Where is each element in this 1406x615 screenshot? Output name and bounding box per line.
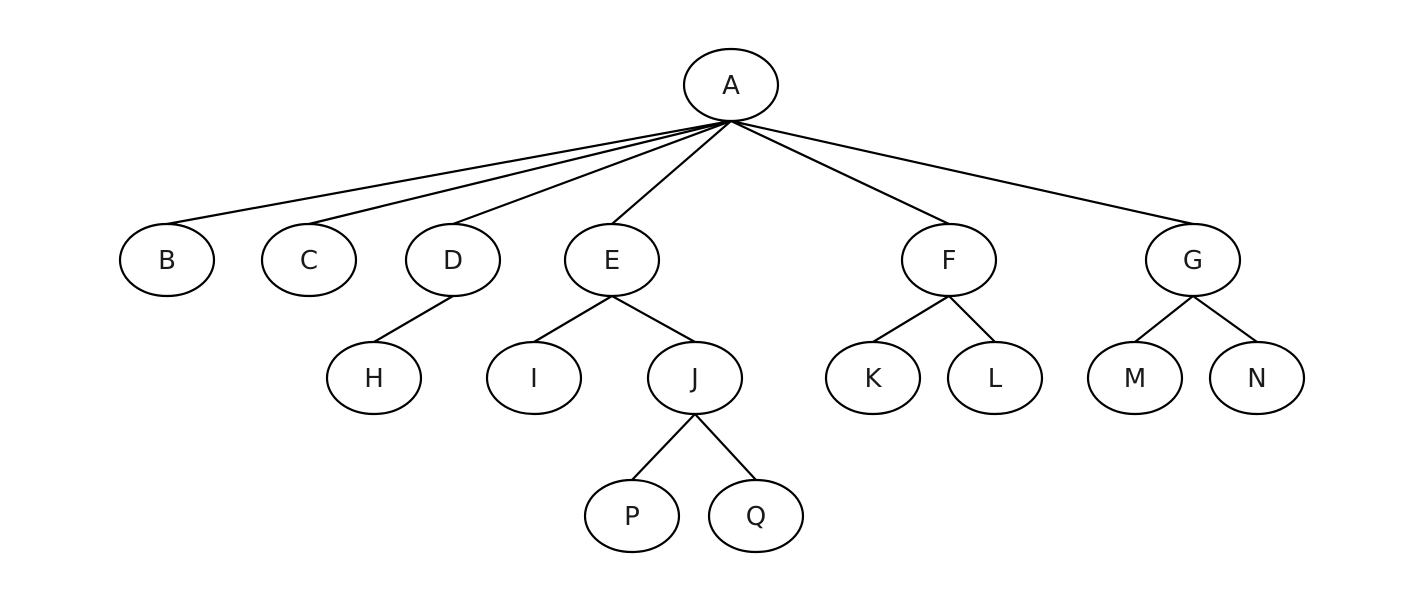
node-p-circle <box>583 478 681 554</box>
edge-a-g <box>730 119 1194 226</box>
node-c-circle <box>260 222 358 298</box>
edge-a-c <box>308 119 732 226</box>
node-l-label: L <box>988 364 1003 394</box>
node-e-label: E <box>604 246 620 276</box>
node-j-label: J <box>689 364 699 394</box>
node-k-label: K <box>864 364 882 394</box>
node-f: F <box>900 222 998 298</box>
node-j-circle <box>646 340 744 416</box>
node-d: D <box>404 222 502 298</box>
node-h-circle <box>325 340 423 416</box>
node-p: P <box>583 478 681 554</box>
edges-layer <box>166 119 1258 481</box>
edge-g-n <box>1192 295 1258 343</box>
edge-j-p <box>631 413 696 481</box>
node-j: J <box>646 340 744 416</box>
edge-a-e <box>611 120 732 225</box>
node-m: M <box>1086 340 1184 416</box>
node-h-label: H <box>364 364 384 394</box>
edge-e-j <box>611 295 696 343</box>
node-n-circle <box>1208 340 1306 416</box>
nodes-layer: A B C D E F G H <box>118 47 1306 554</box>
edge-a-f <box>730 120 950 225</box>
node-l: L <box>946 340 1044 416</box>
node-m-label: M <box>1124 364 1146 394</box>
node-f-label: F <box>942 246 957 276</box>
node-n: N <box>1208 340 1306 416</box>
node-e-circle <box>563 222 661 298</box>
node-d-circle <box>404 222 502 298</box>
node-h: H <box>325 340 423 416</box>
node-i-label: I <box>530 364 538 394</box>
node-b-circle <box>118 222 216 298</box>
node-q: Q <box>707 478 805 554</box>
edge-f-l <box>948 295 996 343</box>
node-a-circle <box>682 47 780 123</box>
edge-d-h <box>373 295 454 343</box>
node-g-label: G <box>1183 246 1203 276</box>
node-m-circle <box>1086 340 1184 416</box>
edge-f-k <box>872 295 950 343</box>
node-p-label: P <box>624 502 640 532</box>
node-e: E <box>563 222 661 298</box>
edge-a-b <box>166 119 732 226</box>
node-a: A <box>682 47 780 123</box>
node-d-label: D <box>443 246 463 276</box>
node-k-circle <box>824 340 922 416</box>
node-l-circle <box>946 340 1044 416</box>
edge-g-m <box>1134 295 1194 343</box>
edge-a-d <box>452 119 732 226</box>
node-q-circle <box>707 478 805 554</box>
node-g: G <box>1144 222 1242 298</box>
edge-e-i <box>533 295 613 343</box>
node-g-circle <box>1144 222 1242 298</box>
node-c: C <box>260 222 358 298</box>
node-c-label: C <box>300 246 318 276</box>
node-b-label: B <box>158 246 176 276</box>
edge-j-q <box>694 413 757 481</box>
node-b: B <box>118 222 216 298</box>
node-q-label: Q <box>746 502 766 532</box>
node-k: K <box>824 340 922 416</box>
node-i: I <box>485 340 583 416</box>
node-n-label: N <box>1247 364 1266 394</box>
node-f-circle <box>900 222 998 298</box>
node-i-circle <box>485 340 583 416</box>
node-a-label: A <box>722 71 740 101</box>
